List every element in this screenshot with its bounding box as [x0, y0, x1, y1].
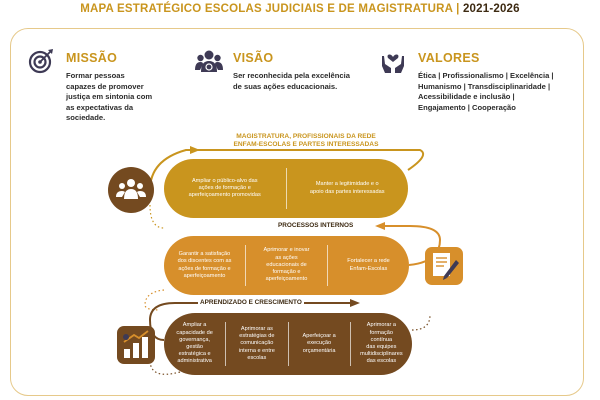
visao-title: VISÃO	[233, 51, 274, 65]
group-icon	[195, 50, 223, 72]
aprendizado-dotted	[149, 359, 181, 375]
visao-text: Ser reconhecida pela excelência de suas …	[233, 71, 350, 91]
missao-title: MISSÃO	[66, 51, 118, 65]
stakeholders-arrowhead	[190, 146, 200, 154]
target-icon	[28, 49, 53, 74]
growth-chart-icon	[117, 326, 155, 364]
stakeholders-dotted	[149, 204, 165, 229]
divider	[285, 168, 287, 209]
title-period: 2021-2026	[462, 3, 520, 15]
processos-arrowhead	[375, 222, 385, 230]
people-group-icon	[108, 167, 154, 213]
stakeholders-arc	[149, 149, 424, 191]
page-title: MAPA ESTRATÉGICO ESCOLAS JUDICIAIS E DE …	[0, 3, 600, 15]
hands-heart-icon	[382, 54, 404, 73]
document-pen-icon	[425, 247, 463, 285]
aprendizado-label: APRENDIZADO E CRESCIMENTO	[198, 299, 304, 307]
title-main: MAPA ESTRATÉGICO ESCOLAS JUDICIAIS E DE …	[80, 3, 460, 15]
stakeholders-label: MAGISTRATURA, PROFISSIONAIS DA REDE ENFA…	[233, 133, 379, 149]
map-frame	[10, 28, 584, 396]
divider	[225, 322, 227, 366]
divider	[349, 322, 351, 366]
valores-text: Ética | Profissionalismo | Excelência | …	[418, 71, 554, 112]
aprendizado-arrowhead	[350, 299, 360, 307]
divider	[327, 245, 328, 286]
processos-label: PROCESSOS INTERNOS	[276, 222, 356, 230]
valores-title: VALORES	[418, 51, 480, 65]
processos-dotted	[144, 289, 165, 311]
divider	[245, 245, 246, 286]
aprendizado-arc	[148, 302, 350, 341]
divider	[287, 322, 289, 366]
missao-text: Formar pessoas capazes de promover justi…	[66, 71, 153, 123]
aprendizado-dotted-right	[411, 314, 431, 331]
